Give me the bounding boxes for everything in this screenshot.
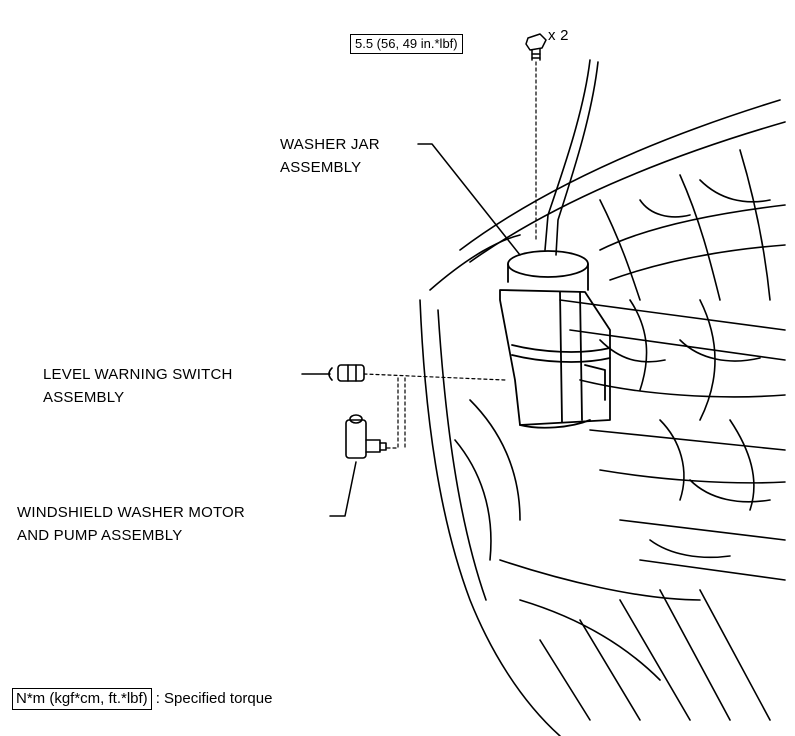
label-washer-motor-line1: WINDSHIELD WASHER MOTOR [17,504,245,521]
leader-lines [301,143,521,517]
bolt-quantity: x 2 [548,27,569,44]
torque-value-box: 5.5 (56, 49 in.*lbf) [350,34,463,54]
label-washer-jar-line2: ASSEMBLY [280,159,362,176]
label-washer-motor-line2: AND PUMP ASSEMBLY [17,527,183,544]
vehicle-body [419,99,786,736]
washer-motor-pump [345,414,387,459]
assembly-lines [363,61,537,449]
label-washer-jar-line1: WASHER JAR [280,136,380,153]
level-warning-switch [328,364,365,382]
washer-jar [499,250,611,429]
legend-unit-box: N*m (kgf*cm, ft.*lbf) [12,688,152,710]
bolt-icon [525,33,547,61]
filler-tube [544,59,599,256]
label-level-switch-line1: LEVEL WARNING SWITCH [43,366,233,383]
label-level-switch-line2: ASSEMBLY [43,389,125,406]
torque-legend: N*m (kgf*cm, ft.*lbf) : Specified torque [12,688,272,710]
legend-description: : Specified torque [155,690,273,707]
